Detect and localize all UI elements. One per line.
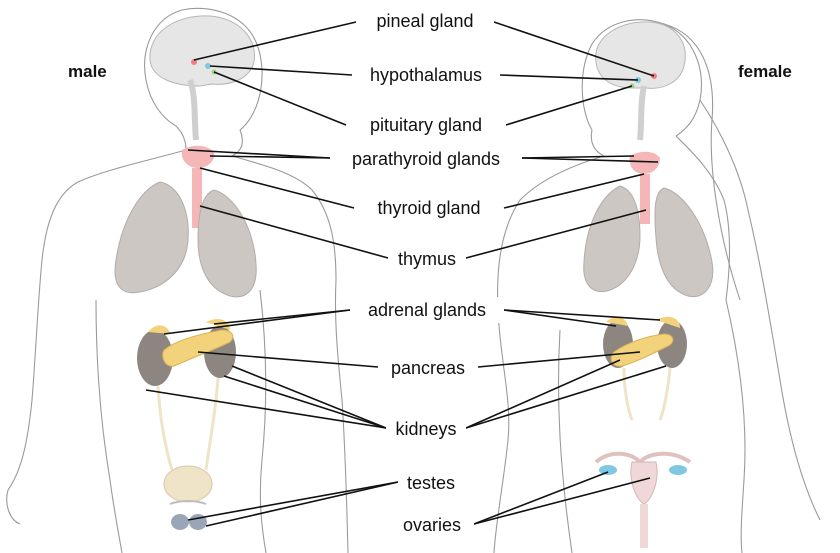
label-parathyroid-glands: parathyroid glands xyxy=(352,149,500,169)
female-lungs xyxy=(583,185,714,298)
male-label: male xyxy=(68,62,107,81)
male-testes xyxy=(169,500,207,530)
female-reproductive xyxy=(594,451,692,548)
male-pancreas xyxy=(162,329,234,367)
labels: pineal gland hypothalamus pituitary glan… xyxy=(330,7,522,538)
female-label: female xyxy=(738,62,792,81)
female-body-outline xyxy=(493,19,821,553)
label-kidneys: kidneys xyxy=(395,419,456,439)
label-pituitary-gland: pituitary gland xyxy=(370,115,482,135)
label-pineal-gland: pineal gland xyxy=(376,11,473,31)
label-thyroid-gland: thyroid gland xyxy=(377,198,480,218)
female-brain xyxy=(595,21,686,141)
leader-lines xyxy=(145,21,667,527)
female-thyroid xyxy=(629,151,660,224)
label-ovaries: ovaries xyxy=(403,515,461,535)
female-pancreas xyxy=(610,333,674,367)
male-brain xyxy=(149,15,256,141)
male-lungs xyxy=(114,181,257,298)
label-testes: testes xyxy=(407,473,455,493)
label-adrenal-glands: adrenal glands xyxy=(368,300,486,320)
label-thymus: thymus xyxy=(398,249,456,269)
male-body-outline xyxy=(6,7,349,553)
label-hypothalamus: hypothalamus xyxy=(370,65,482,85)
label-pancreas: pancreas xyxy=(391,358,465,378)
male-ureters-bladder xyxy=(156,377,220,503)
female-ureters xyxy=(622,367,672,421)
